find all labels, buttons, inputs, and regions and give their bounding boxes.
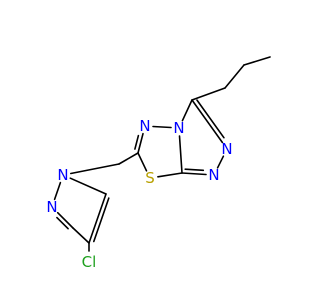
bond-c_tr_top-n_tr_right1-inner [196,99,225,139]
bond-c_pz_4-c_pz_3 [88,193,107,244]
atom-label-n-tr-right1: N [221,140,232,158]
bond-pr2-pr3 [243,56,271,66]
bond-c_tr_top-pr1 [191,87,226,101]
atom-label-n-pz-attach: N [57,166,68,184]
bond-n_tr_right2-c_tr_bot-inner [184,168,205,172]
bond-c_tz_left-ch2 [118,152,139,165]
atom-label-n-tr-right2: N [208,166,219,184]
atom-label-n-tz-bridge: N [173,119,184,137]
atom-label-n-tz-top: N [139,117,150,135]
bond-n_tr_right1-n_tr_right2 [216,155,225,169]
bond-c_pz_4-c_pz_3-inner [93,197,110,243]
bond-n_tz_top-n_tz_bridge [152,125,172,129]
bond-pr1-pr2 [224,64,245,89]
bond-c_tr_top-n_tr_right1 [191,99,224,144]
bond-c_tr_bot-n_tz_bridge [178,135,183,174]
bond-layer [53,56,271,252]
bond-n_tz_bridge-c_tr_top [181,99,193,122]
bond-s_ring-c_tz_left [137,152,148,172]
atom-label-cl: Cl [82,253,97,271]
atom-label-n-pz-top: N [46,198,57,216]
atom-label-s-ring: S [145,169,155,187]
bond-c_pz_3-n_pz_attach [69,177,107,195]
bond-c_tr_bot-s_ring [157,172,183,178]
bond-c_tz_left-n_tz_top [137,132,144,154]
bond-n_tr_right2-c_tr_bot [181,172,207,176]
bond-ch2-n_pz_attach [70,163,120,175]
bond-n_pz_top-c_pz_5-inner [56,216,69,230]
bond-n_pz_top-c_pz_5 [56,211,74,229]
bond-c_tz_left-n_tz_top-inner [134,134,140,150]
bond-c_pz_5-c_pz_4 [72,227,90,244]
bond-n_pz_attach-n_pz_top [53,181,62,201]
